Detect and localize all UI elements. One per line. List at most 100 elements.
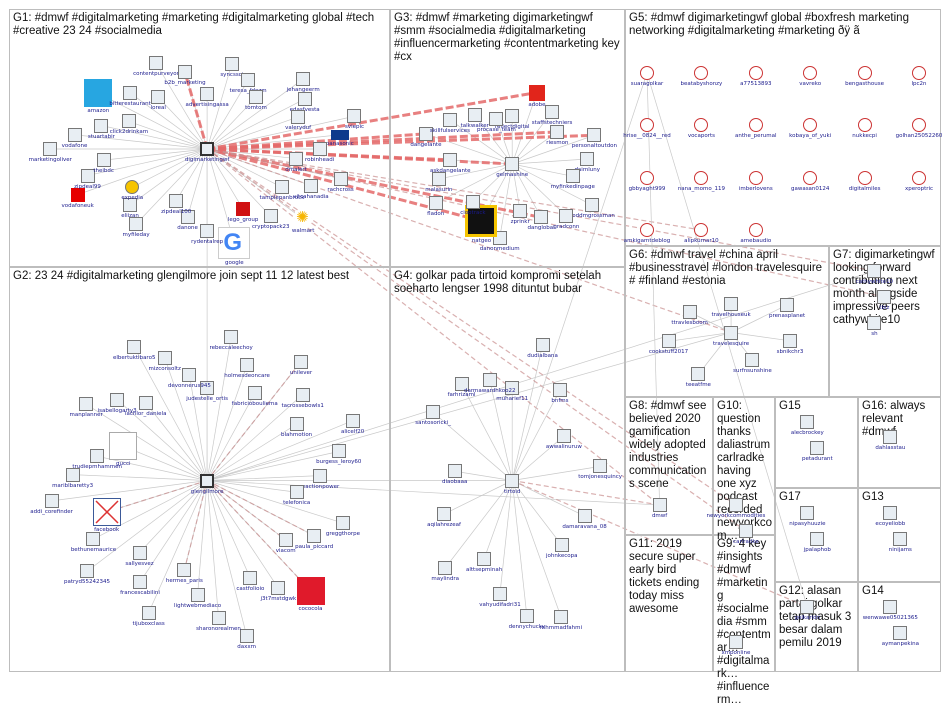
node-tijuboxclass[interactable] bbox=[141, 605, 156, 620]
node-telefonica[interactable] bbox=[289, 485, 304, 500]
node-riesmon[interactable] bbox=[550, 124, 565, 139]
node-reactionpower[interactable] bbox=[312, 468, 327, 483]
node-aqilahrezeaf[interactable] bbox=[437, 507, 452, 522]
node-mizconsoltz[interactable] bbox=[157, 350, 172, 365]
node-danglobal[interactable] bbox=[534, 210, 549, 225]
node-amebaudio[interactable] bbox=[748, 223, 763, 237]
node-vavreko[interactable] bbox=[803, 66, 818, 80]
node-castfolioio[interactable] bbox=[243, 571, 258, 586]
node-burgess-leroy60[interactable] bbox=[331, 444, 346, 459]
node-danone[interactable] bbox=[180, 209, 195, 224]
node-glengilmore[interactable] bbox=[200, 473, 215, 488]
node-xmponline[interactable] bbox=[728, 635, 743, 649]
node-valeryduf[interactable] bbox=[291, 109, 306, 124]
node-walmart[interactable]: ✺ bbox=[295, 209, 312, 227]
node-staffstechniers[interactable] bbox=[545, 104, 560, 119]
node-francescabilini[interactable] bbox=[132, 575, 147, 590]
node-sharonorealmen[interactable] bbox=[211, 610, 226, 625]
node-wenwawe05021365[interactable] bbox=[883, 600, 898, 614]
node-tirtoid[interactable] bbox=[505, 473, 520, 488]
node-manplanner[interactable] bbox=[79, 397, 94, 412]
node-ttravlesboom[interactable] bbox=[682, 305, 697, 320]
node-alicelf20[interactable] bbox=[345, 413, 360, 428]
node-nukkecpi[interactable] bbox=[857, 118, 872, 133]
node-patryd55242345[interactable] bbox=[79, 564, 94, 579]
node-muharief11[interactable] bbox=[505, 381, 520, 396]
node-sallyesvez[interactable] bbox=[132, 545, 147, 560]
node-lpc2n[interactable] bbox=[912, 66, 926, 80]
node-hrise-0824-red[interactable] bbox=[640, 118, 654, 133]
node-lego-group[interactable] bbox=[236, 202, 251, 217]
node-imberlovens[interactable] bbox=[748, 170, 763, 185]
node-bengasthouse[interactable] bbox=[857, 66, 872, 80]
node-mhmmadfahmi[interactable] bbox=[553, 609, 568, 624]
node-advertisingassa[interactable] bbox=[200, 86, 215, 101]
node-lightwebmediaco[interactable] bbox=[190, 588, 205, 603]
node-awwalinuruw[interactable] bbox=[556, 428, 571, 443]
node-petadurant[interactable] bbox=[810, 441, 825, 455]
node-tomtom[interactable] bbox=[248, 90, 263, 105]
node-beatabyshonzy[interactable] bbox=[694, 66, 709, 80]
node-travelhouseuk[interactable] bbox=[724, 297, 739, 312]
node-cathywhite10[interactable] bbox=[867, 264, 882, 278]
node-teresa-fdezm[interactable] bbox=[241, 73, 256, 88]
node-ecoyeliobb[interactable] bbox=[883, 506, 898, 520]
node-jehangeerm[interactable] bbox=[296, 72, 311, 87]
node-cookstuff2017[interactable] bbox=[661, 334, 676, 349]
node-santosoricki[interactable] bbox=[426, 405, 441, 420]
node-dahlasstau[interactable] bbox=[883, 430, 898, 444]
node-b2b-marketing[interactable] bbox=[178, 65, 193, 80]
node-teeatfme[interactable] bbox=[691, 367, 706, 382]
node-nana-momo-119[interactable] bbox=[694, 170, 709, 185]
node-cococola[interactable] bbox=[296, 576, 325, 605]
node-tamplepanbrock[interactable] bbox=[274, 180, 289, 195]
node-loreal[interactable] bbox=[151, 90, 166, 105]
node-vahyudifadri31[interactable] bbox=[492, 586, 507, 601]
node-alttsepminah[interactable] bbox=[477, 552, 492, 566]
node-rachcross[interactable] bbox=[333, 171, 348, 186]
node-expedia[interactable] bbox=[125, 180, 140, 195]
node-personaltoutdon[interactable] bbox=[587, 128, 602, 143]
node-malasurin[interactable] bbox=[431, 171, 446, 186]
node-gucci[interactable] bbox=[109, 432, 138, 461]
node-vitcahanadia[interactable] bbox=[303, 178, 318, 193]
node-bitterestaurant[interactable] bbox=[123, 85, 138, 100]
node-daxxm[interactable] bbox=[239, 628, 254, 643]
node-skillfulservices[interactable] bbox=[442, 112, 457, 127]
node-johnkecopa[interactable] bbox=[554, 538, 569, 553]
node-digimarketingwf[interactable] bbox=[200, 142, 215, 156]
node-rydentalrep[interactable] bbox=[200, 224, 215, 239]
node-natgeo[interactable] bbox=[465, 204, 498, 237]
node-askdangelante[interactable] bbox=[443, 152, 458, 167]
node-gawasan0124[interactable] bbox=[803, 170, 818, 185]
node-a77513893[interactable] bbox=[748, 66, 763, 80]
node-zipdeal99[interactable] bbox=[80, 168, 95, 183]
node-mariblbaretty3[interactable] bbox=[65, 467, 80, 482]
node-elbertuktibaro5[interactable] bbox=[127, 340, 142, 355]
node-judestelle-ortis[interactable] bbox=[200, 381, 215, 396]
node-amazon[interactable] bbox=[84, 79, 113, 108]
node-dmwf[interactable] bbox=[652, 498, 667, 512]
node-theibdc[interactable] bbox=[96, 153, 111, 168]
node-tacrossebowls1[interactable] bbox=[295, 387, 310, 402]
node-gbbyaght999[interactable] bbox=[640, 170, 654, 185]
node-vodafoneuk[interactable] bbox=[70, 187, 85, 202]
node-talkwalker[interactable] bbox=[467, 108, 482, 123]
node-ciootrack[interactable] bbox=[465, 194, 480, 209]
node-cryptopack23[interactable] bbox=[263, 209, 278, 224]
node-fladon[interactable] bbox=[428, 196, 443, 211]
node-isabellogarty3[interactable] bbox=[110, 392, 125, 407]
node-greggthorpe[interactable] bbox=[335, 516, 350, 531]
node-viacom[interactable] bbox=[278, 532, 293, 547]
node-sviepic[interactable] bbox=[347, 109, 362, 124]
node-anthe-perumal[interactable] bbox=[748, 118, 763, 133]
node-holmesdeoncare[interactable] bbox=[240, 357, 255, 372]
node-robinheadi[interactable] bbox=[312, 142, 327, 156]
node-zipdeal100[interactable] bbox=[169, 193, 184, 208]
node-myfileday[interactable] bbox=[129, 217, 144, 232]
node-j3t7mstdgwk[interactable] bbox=[271, 581, 286, 596]
node-gelmashine[interactable] bbox=[505, 157, 520, 171]
node-jpalaphob[interactable] bbox=[810, 532, 825, 546]
node-fabriciobouliema[interactable] bbox=[247, 386, 262, 401]
node-nipasyhuuzie[interactable] bbox=[800, 506, 815, 520]
